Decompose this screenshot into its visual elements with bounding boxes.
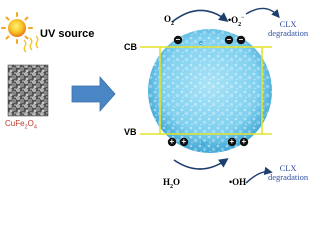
water-label: H2O [163, 178, 180, 190]
degradation-top-line1: CLX [279, 19, 297, 29]
water-subscript: 2 [170, 183, 174, 190]
catalyst-label-part: O [27, 119, 34, 128]
valence-band-label: VB [124, 127, 137, 137]
oxygen-symbol: O [164, 14, 172, 24]
oxygen-subscript: 2 [171, 20, 175, 27]
diagram-graphics [1, 7, 280, 184]
sem-micrograph [7, 64, 49, 117]
superoxide-symbol: •O [228, 15, 239, 25]
degradation-bottom-line1: CLX [279, 163, 297, 173]
water-symbol-h: H [163, 177, 171, 187]
degradation-label-top: CLX degradation [268, 20, 308, 38]
radical-to-degradation-arrow-top [245, 7, 280, 19]
conduction-band-label: CB [124, 42, 137, 52]
h2o-oxidation-arrow [173, 158, 229, 170]
hole-sign: + [169, 136, 175, 146]
catalyst-label-sub: 2 [24, 124, 28, 131]
hole-sign: + [181, 136, 187, 146]
degradation-label-bottom: CLX degradation [268, 164, 308, 182]
sun-icon [1, 12, 39, 53]
electron-sign: − [226, 34, 232, 44]
uv-source-label: UV source [40, 28, 95, 40]
catalyst-label-sub: 4 [33, 124, 37, 131]
superoxide-subscript: 2 [238, 21, 242, 28]
superoxide-charge: − [241, 15, 245, 21]
band-lines [140, 46, 272, 135]
catalyst-label-part: CuFe [5, 119, 25, 128]
catalyst-particle [148, 29, 272, 153]
water-symbol-o: O [173, 177, 181, 187]
hydroxyl-radical-label: •OH [229, 177, 247, 187]
o2-reduction-arrow [171, 9, 229, 23]
oxygen-label: O2 [164, 15, 174, 27]
degradation-top-line2: degradation [268, 27, 309, 38]
right-arrow [71, 75, 116, 113]
degradation-bottom-line2: degradation [268, 171, 309, 182]
hole-row [167, 137, 249, 147]
photocatalysis-diagram: UV source CuFe2O4 CB VB O2 •O2− H2O •OH … [1, 7, 308, 190]
electron-label: e⁻ [199, 40, 207, 47]
catalyst-label: CuFe2O4 [5, 120, 37, 131]
hole-sign: + [241, 136, 247, 146]
radical-to-degradation-arrow-bottom [245, 166, 273, 184]
hole-sign: + [229, 136, 235, 146]
hole-label: h⁺ [201, 141, 209, 148]
electron-sign: − [238, 34, 244, 44]
superoxide-radical-label: •O2− [228, 15, 245, 28]
electron-sign: − [175, 34, 181, 44]
electron-row [173, 35, 246, 45]
